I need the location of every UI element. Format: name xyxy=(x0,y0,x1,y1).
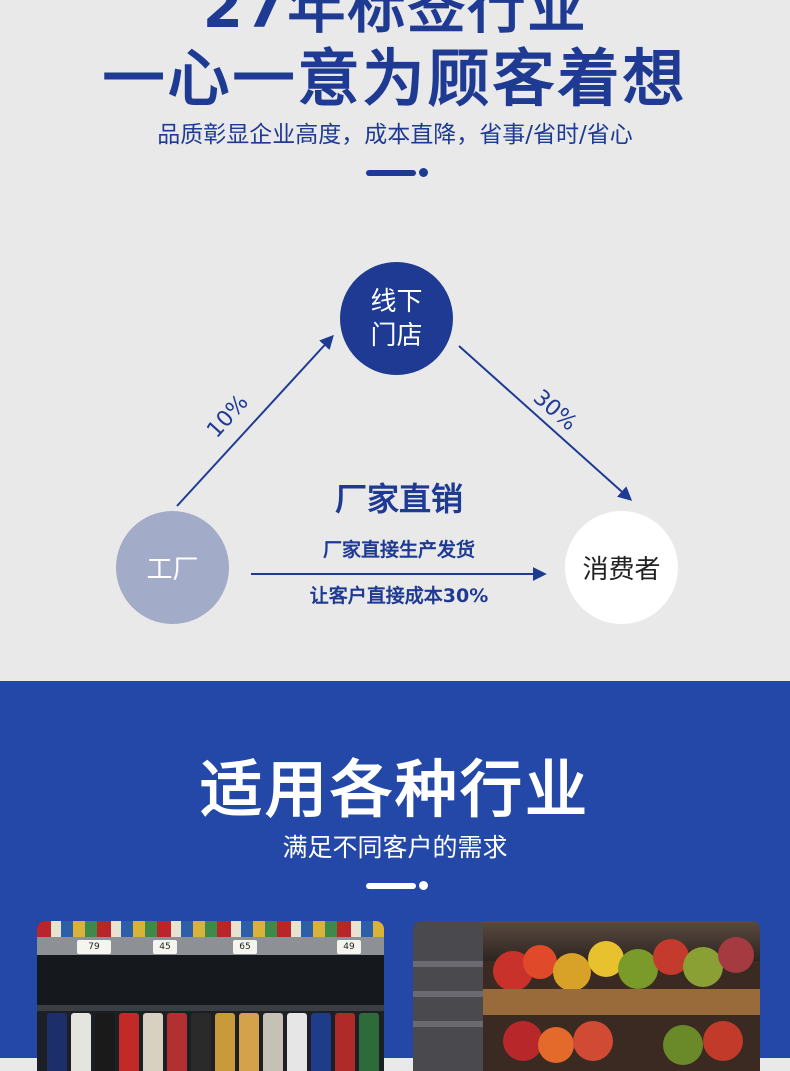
flow-arrows xyxy=(176,334,633,581)
arrow-store-to-consumer xyxy=(458,345,633,501)
arrow-factory-to-store xyxy=(176,334,334,507)
direct-sales-line1: 厂家直接生产发货 xyxy=(322,539,475,561)
beverage-shelf-photo: 79 45 65 49 xyxy=(37,921,384,1071)
header-title-partial: 27年标签行业 xyxy=(202,0,588,41)
header-subtitle: 品质彰显企业高度，成本直降，省事/省时/省心 xyxy=(157,122,633,148)
header-title: 一心一意为顾客着想 xyxy=(102,42,688,115)
industries-section: 适用各种行业 满足不同客户的需求 79 45 65 49 xyxy=(0,681,790,1071)
consumer-label: 消费者 xyxy=(582,555,661,585)
divider-dot xyxy=(419,168,428,177)
direct-sales-line2: 让客户直接成本30% xyxy=(309,585,489,607)
store-label-line1: 线下 xyxy=(370,286,423,317)
top-section: 27年标签行业 一心一意为顾客着想 品质彰显企业高度，成本直降，省事/省时/省心… xyxy=(102,0,688,624)
divider-bar-2 xyxy=(366,883,416,889)
factory-circle: 工厂 xyxy=(116,511,229,624)
factory-label: 工厂 xyxy=(146,555,199,585)
store-circle: 线下 门店 xyxy=(340,262,453,375)
divider-dot-2 xyxy=(419,881,428,890)
industries-subtitle: 满足不同客户的需求 xyxy=(282,833,508,862)
divider-bar xyxy=(366,170,416,176)
consumer-circle: 消费者 xyxy=(565,511,678,624)
fruit-display-photo xyxy=(413,921,760,1071)
direct-sales-title: 厂家直销 xyxy=(334,480,463,518)
industries-title: 适用各种行业 xyxy=(199,753,590,826)
store-label-line2: 门店 xyxy=(370,320,423,351)
